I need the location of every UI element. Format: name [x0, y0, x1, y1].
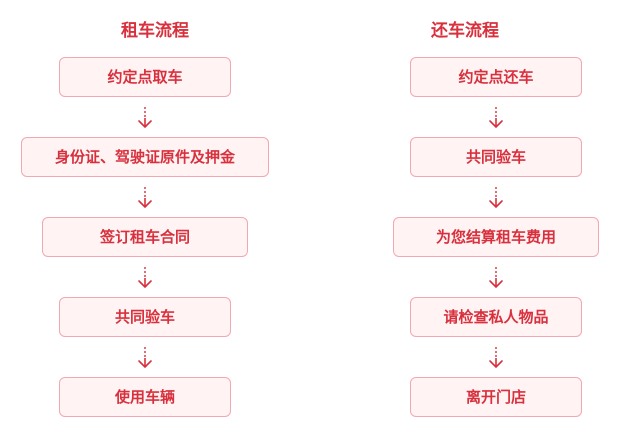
down-arrow-icon — [138, 107, 152, 128]
rental-step-3: 签订租车合同 — [42, 217, 248, 257]
return-step-2: 共同验车 — [410, 137, 582, 177]
rental-flow: 租车流程 约定点取车 身份证、驾驶证原件及押金 签订租车合同 共同验车 使用车辆 — [21, 21, 269, 417]
rental-flow-title: 租车流程 — [121, 21, 189, 41]
rental-step-4: 共同验车 — [59, 297, 231, 337]
down-arrow-icon — [489, 267, 503, 288]
rental-step-2: 身份证、驾驶证原件及押金 — [21, 137, 269, 177]
down-arrow-icon — [138, 347, 152, 368]
down-arrow-icon — [138, 187, 152, 208]
return-flow: 还车流程 约定点还车 共同验车 为您结算租车费用 请检查私人物品 离开门店 — [310, 0, 620, 440]
down-arrow-icon — [138, 267, 152, 288]
rental-step-1: 约定点取车 — [59, 57, 231, 97]
down-arrow-icon — [489, 107, 503, 128]
return-step-3: 为您结算租车费用 — [393, 217, 599, 257]
return-step-1: 约定点还车 — [410, 57, 582, 97]
down-arrow-icon — [489, 347, 503, 368]
down-arrow-icon — [489, 187, 503, 208]
rental-step-5: 使用车辆 — [59, 377, 231, 417]
return-step-4: 请检查私人物品 — [410, 297, 582, 337]
return-step-5: 离开门店 — [410, 377, 582, 417]
return-flow-title: 还车流程 — [431, 21, 499, 41]
